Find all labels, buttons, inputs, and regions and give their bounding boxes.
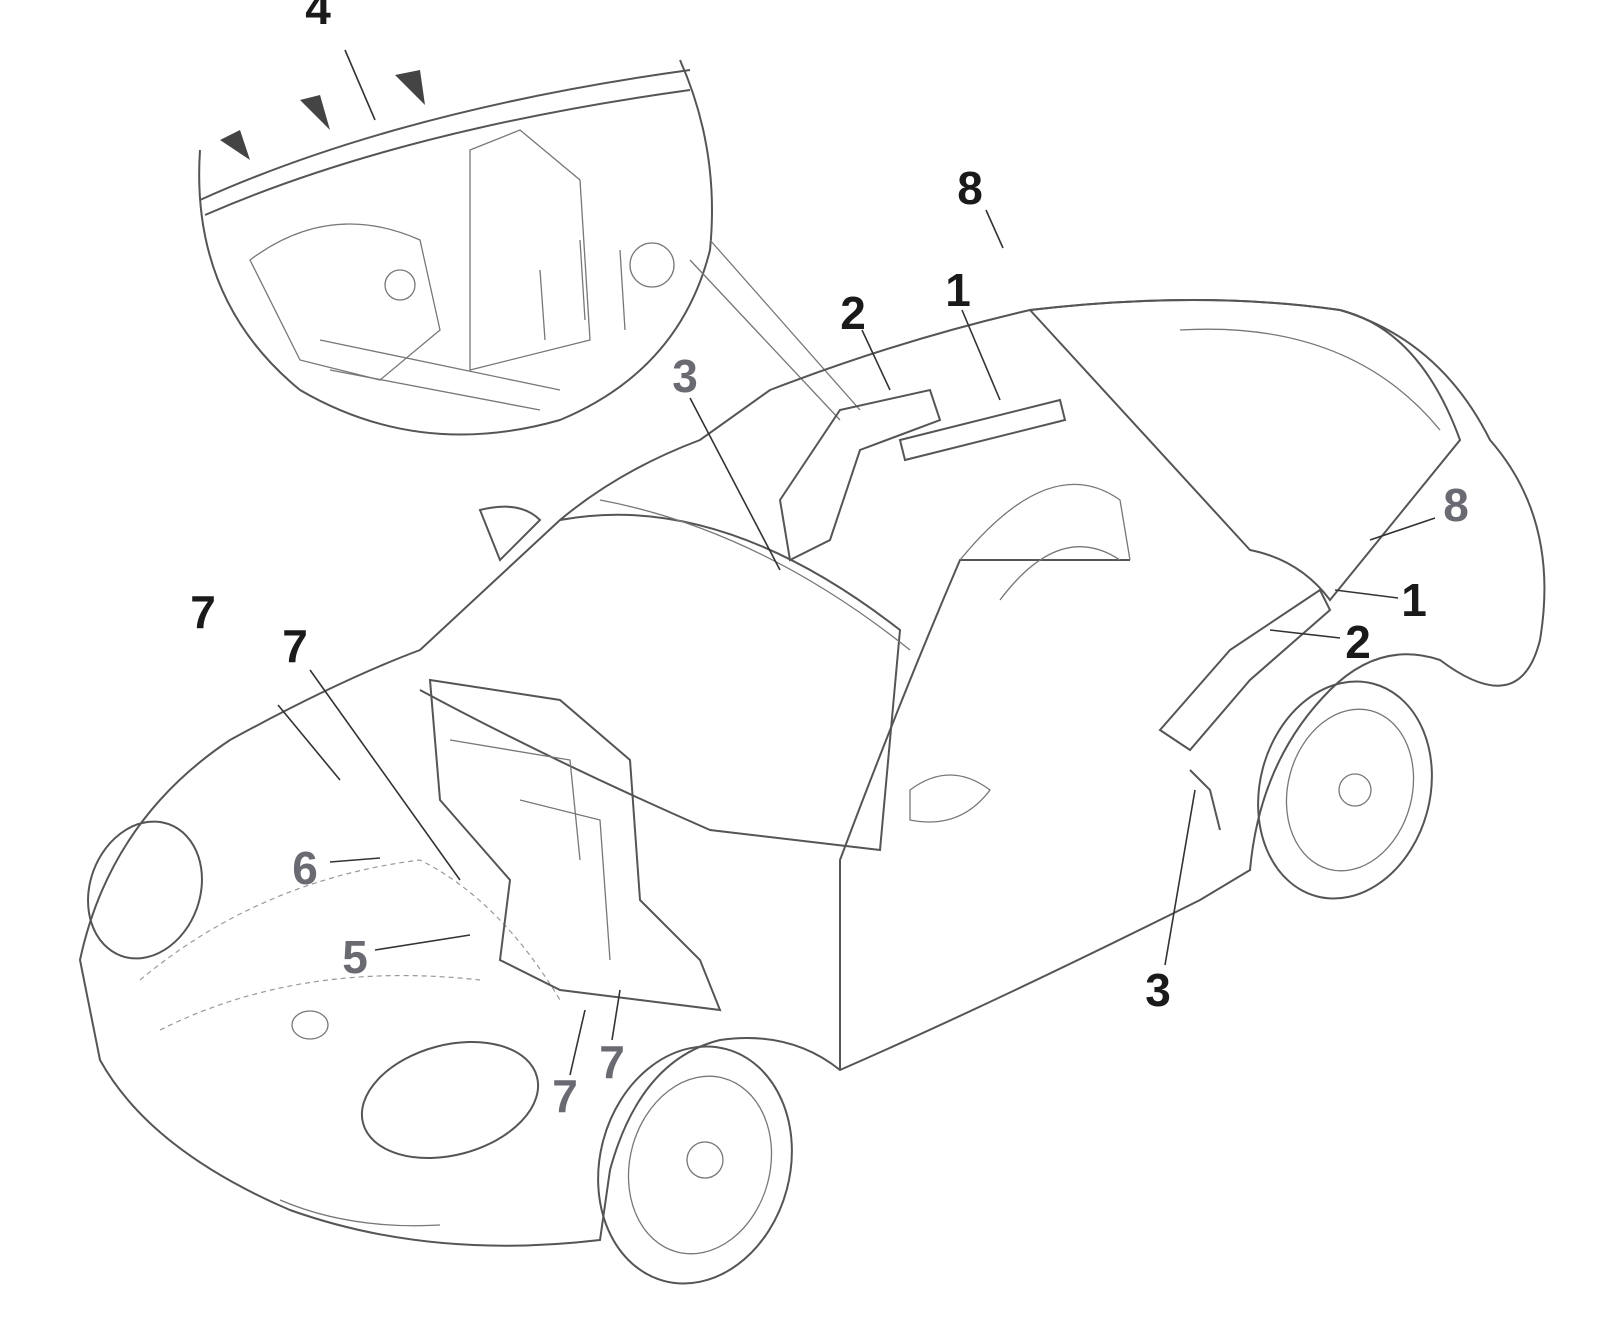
leader-lines bbox=[277, 209, 1436, 1076]
callout-4: 4 bbox=[305, 0, 331, 34]
arrow-icon bbox=[395, 70, 425, 105]
rear-wheel bbox=[1257, 680, 1433, 900]
arrow-icon bbox=[300, 95, 330, 130]
callout-6: 6 bbox=[292, 842, 318, 894]
callout-7: 7 bbox=[190, 586, 216, 638]
hvac-unit bbox=[428, 678, 722, 1012]
callout-2: 2 bbox=[1345, 616, 1371, 668]
arrow-icon bbox=[220, 130, 250, 160]
car-body bbox=[78, 299, 1546, 1247]
front-wheel bbox=[597, 1045, 793, 1285]
callout-3: 3 bbox=[1145, 964, 1171, 1016]
callout-7: 7 bbox=[552, 1070, 578, 1122]
callout-7: 7 bbox=[599, 1036, 625, 1088]
callout-3: 3 bbox=[672, 350, 698, 402]
callout-5: 5 bbox=[342, 931, 368, 983]
callout-7: 7 bbox=[282, 620, 308, 672]
callout-8: 8 bbox=[957, 162, 983, 214]
callout-1: 1 bbox=[945, 264, 971, 316]
top-mechanism bbox=[778, 388, 1332, 831]
callout-1: 1 bbox=[1401, 574, 1427, 626]
inset-detail-view bbox=[198, 49, 861, 436]
callout-8: 8 bbox=[1443, 479, 1469, 531]
callout-2: 2 bbox=[840, 287, 866, 339]
